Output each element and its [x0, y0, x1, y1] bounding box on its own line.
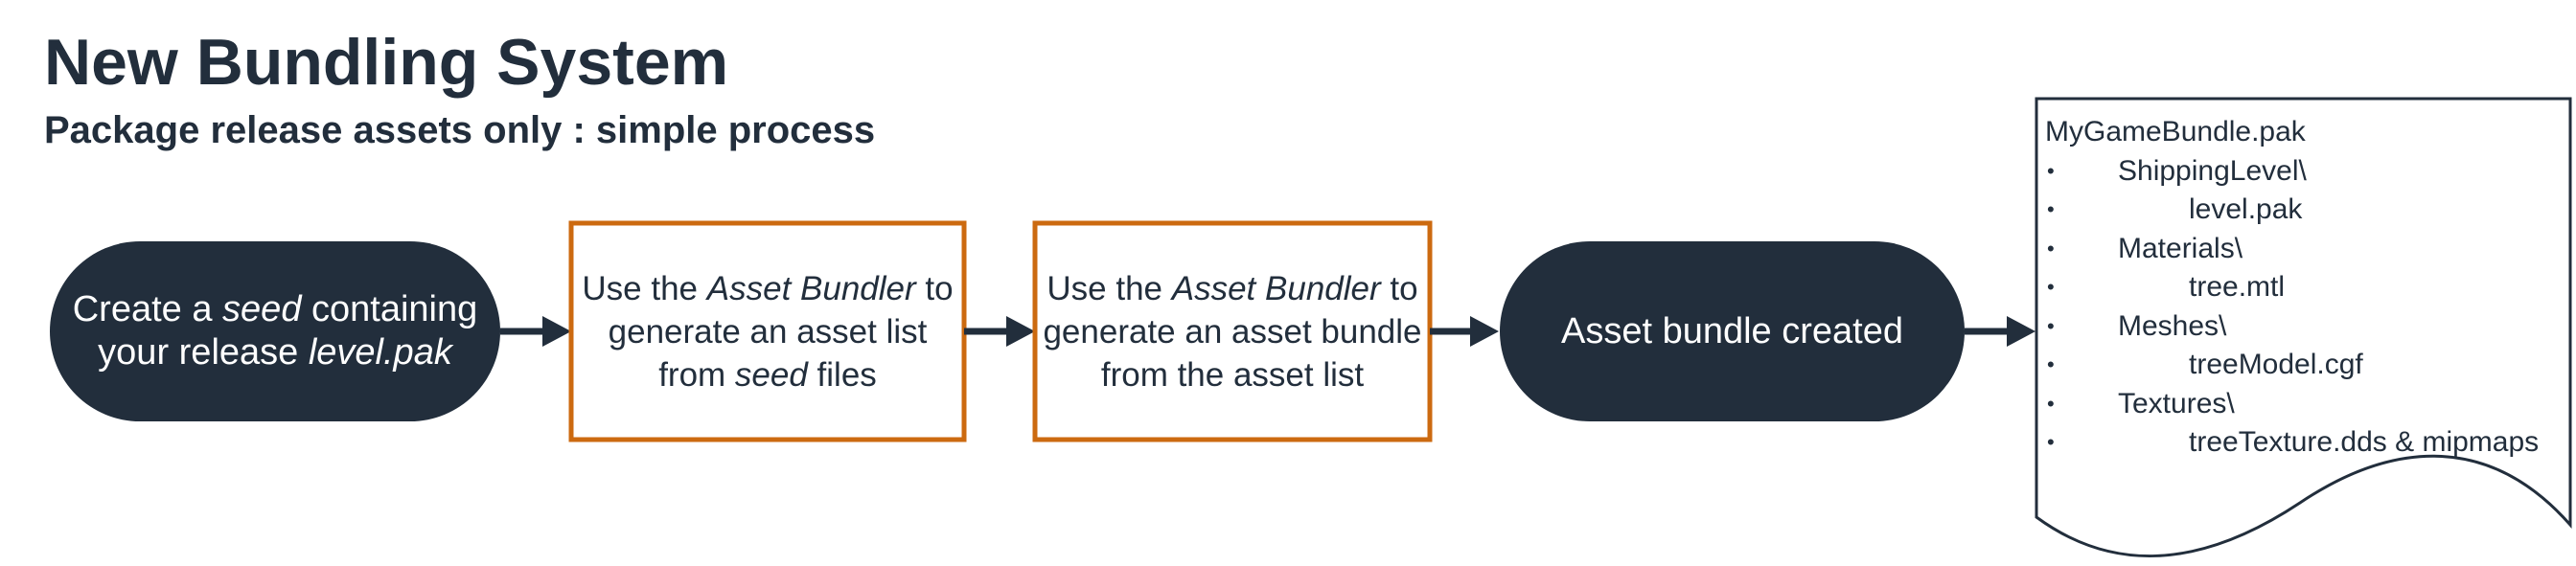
bullet-icon: • — [2047, 197, 2055, 221]
document-contents: MyGameBundle.pak • ShippingLevel\ • leve… — [2045, 113, 2539, 463]
step-4-shape — [1500, 241, 1965, 421]
bullet-icon: • — [2047, 430, 2055, 454]
step-3-label: Use the Asset Bundler to generate an ass… — [1043, 269, 1422, 394]
step-2-shape — [568, 220, 967, 442]
page-subtitle: Package release assets only : simple pro… — [44, 109, 876, 151]
step-3-shape — [1032, 220, 1433, 442]
arrow-1 — [500, 316, 571, 347]
step-1-label: Create a seed containing your release le… — [72, 289, 478, 373]
list-item: • Textures\ — [2045, 385, 2539, 424]
list-item: • treeTexture.dds & mipmaps — [2045, 423, 2539, 463]
list-item: • ShippingLevel\ — [2045, 152, 2539, 192]
document-title: MyGameBundle.pak — [2045, 116, 2306, 147]
bullet-icon: • — [2047, 158, 2055, 183]
list-item: • tree.mtl — [2045, 268, 2539, 307]
list-item: • treeModel.cgf — [2045, 346, 2539, 385]
list-item: • level.pak — [2045, 191, 2539, 230]
arrow-2 — [964, 316, 1035, 347]
arrow-4 — [1965, 316, 2036, 347]
bullet-icon: • — [2047, 313, 2055, 338]
bullet-icon: • — [2047, 275, 2055, 299]
list-item: • Meshes\ — [2045, 307, 2539, 347]
step-1-shape — [50, 241, 500, 421]
document-shape — [2035, 97, 2572, 557]
list-item: • Materials\ — [2045, 230, 2539, 269]
arrow-3 — [1430, 316, 1499, 347]
step-4-label: Asset bundle created — [1560, 310, 1903, 351]
bullet-icon: • — [2047, 391, 2055, 416]
page-title: New Bundling System — [44, 26, 729, 99]
bullet-icon: • — [2047, 236, 2055, 260]
bullet-icon: • — [2047, 352, 2055, 376]
step-2-label: Use the Asset Bundler to generate an ass… — [582, 269, 954, 394]
